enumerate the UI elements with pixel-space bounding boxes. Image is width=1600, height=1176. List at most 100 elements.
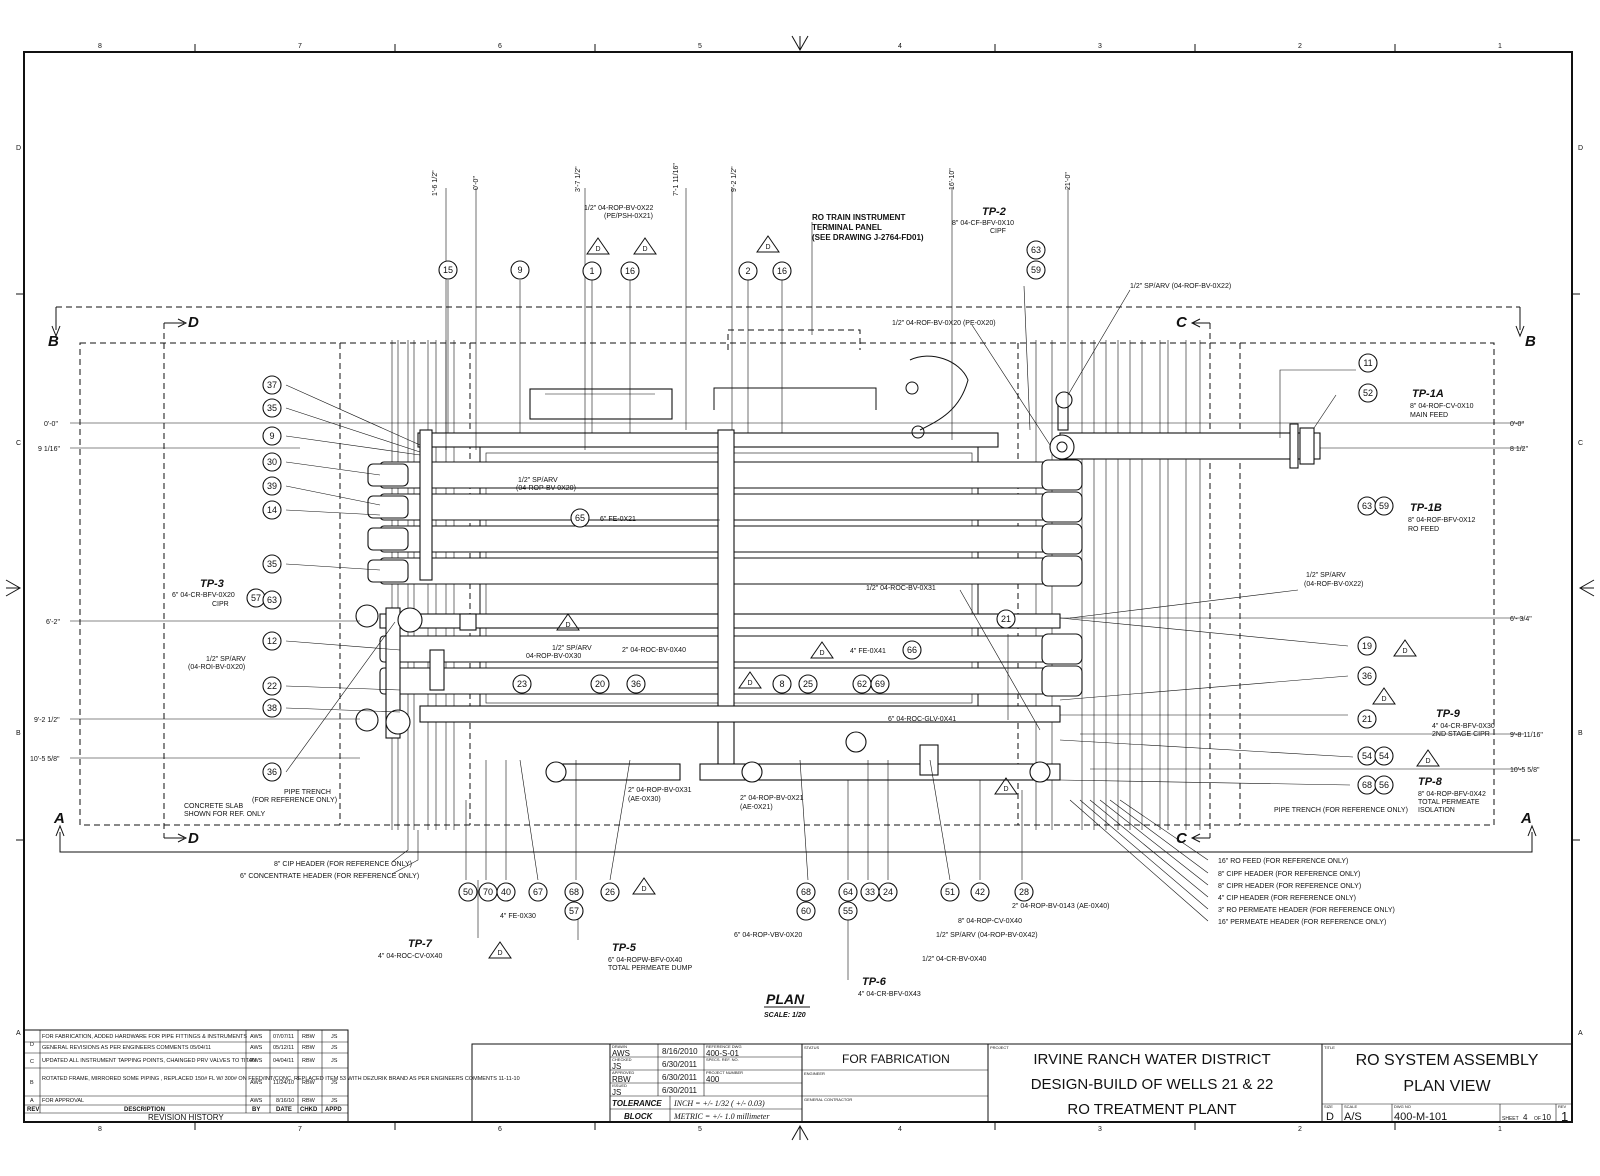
svg-text:C: C xyxy=(1176,314,1188,331)
svg-text:6" 04-ROP-VBV-0X20: 6" 04-ROP-VBV-0X20 xyxy=(734,932,802,939)
svg-text:7: 7 xyxy=(298,43,302,50)
svg-text:AWS: AWS xyxy=(250,1098,263,1104)
svg-text:3: 3 xyxy=(1098,43,1102,50)
svg-text:8 1/2": 8 1/2" xyxy=(1510,446,1529,453)
svg-text:2" 04-ROC-BV-0X40: 2" 04-ROC-BV-0X40 xyxy=(622,647,686,654)
svg-text:TOTAL PERMEATE: TOTAL PERMEATE xyxy=(1418,799,1480,806)
svg-text:B: B xyxy=(48,333,59,350)
feed-valve-icon xyxy=(1049,434,1075,460)
svg-text:8" CIP HEADER (FOR REFERENCE O: 8" CIP HEADER (FOR REFERENCE ONLY) xyxy=(274,861,412,868)
svg-text:C: C xyxy=(1176,830,1188,847)
tie-point-labels: TP-1A TP-1B TP-2 TP-3 TP-5 TP-6 TP-7 TP-… xyxy=(172,206,1495,998)
svg-text:RBW: RBW xyxy=(612,1075,631,1084)
svg-text:(AE-0X30): (AE-0X30) xyxy=(628,796,661,803)
svg-text:B: B xyxy=(16,730,21,737)
svg-text:D: D xyxy=(188,314,199,331)
svg-text:57: 57 xyxy=(569,906,579,916)
leader-lines xyxy=(285,222,1356,980)
feed-header-top xyxy=(417,399,1321,469)
svg-text:FOR FABRICATION, ADDED HARDWAR: FOR FABRICATION, ADDED HARDWARE FOR PIPE… xyxy=(42,1034,247,1040)
instrument-panel xyxy=(529,329,877,420)
svg-text:1/2" SP/ARV (04-ROP-BV-0X42): 1/2" SP/ARV (04-ROP-BV-0X42) xyxy=(936,932,1038,939)
svg-text:TP-8: TP-8 xyxy=(1418,776,1443,788)
svg-text:CIPF: CIPF xyxy=(990,228,1006,235)
svg-text:24: 24 xyxy=(883,887,893,897)
svg-text:8: 8 xyxy=(98,43,102,50)
svg-text:INCH = +/- 1/32 ( +/- 0.03): INCH = +/- 1/32 ( +/- 0.03) xyxy=(673,1099,765,1108)
svg-text:3" RO PERMEATE HEADER (FOR REF: 3" RO PERMEATE HEADER (FOR REFERENCE ONL… xyxy=(1218,907,1395,914)
svg-text:6/30/2011: 6/30/2011 xyxy=(662,1086,698,1095)
svg-text:37: 37 xyxy=(267,380,277,390)
svg-text:RBW: RBW xyxy=(302,1080,316,1086)
svg-text:7'-1 11/16": 7'-1 11/16" xyxy=(673,163,680,196)
svg-text:D: D xyxy=(1326,1111,1334,1123)
svg-text:A: A xyxy=(53,810,65,827)
svg-text:4" FE-0X30: 4" FE-0X30 xyxy=(500,913,536,920)
svg-text:8" 04-ROF-CV-0X10: 8" 04-ROF-CV-0X10 xyxy=(1410,403,1474,410)
svg-text:400: 400 xyxy=(706,1075,720,1084)
svg-text:8: 8 xyxy=(779,679,784,689)
svg-text:51: 51 xyxy=(945,887,955,897)
svg-text:PLAN: PLAN xyxy=(766,991,805,1007)
svg-text:TP-1B: TP-1B xyxy=(1410,502,1442,514)
svg-text:D: D xyxy=(1402,648,1407,655)
svg-text:1/2" 04-ROP-BV-0X22: 1/2" 04-ROP-BV-0X22 xyxy=(584,205,654,212)
svg-text:JS: JS xyxy=(331,1080,338,1086)
svg-text:6'- 3/4": 6'- 3/4" xyxy=(1510,616,1532,623)
svg-text:D: D xyxy=(16,145,21,152)
svg-text:9'-2 1/2": 9'-2 1/2" xyxy=(34,717,60,724)
svg-text:D: D xyxy=(1425,758,1430,765)
svg-text:BY: BY xyxy=(252,1107,260,1113)
vessel-end-caps xyxy=(367,459,1083,697)
svg-text:GENERAL REVISIONS AS PER ENGIN: GENERAL REVISIONS AS PER ENGINEERS COMME… xyxy=(42,1045,211,1051)
svg-text:8/16/2010: 8/16/2010 xyxy=(662,1047,698,1056)
svg-text:16: 16 xyxy=(625,266,635,276)
svg-text:26: 26 xyxy=(605,887,615,897)
svg-text:63: 63 xyxy=(1362,501,1372,511)
svg-text:15: 15 xyxy=(443,265,453,275)
svg-text:B: B xyxy=(30,1080,34,1086)
svg-text:APPD: APPD xyxy=(325,1107,342,1113)
drawing-notes: RO TRAIN INSTRUMENT TERMINAL PANEL (SEE … xyxy=(184,205,1408,963)
svg-text:07/07/11: 07/07/11 xyxy=(273,1034,294,1040)
svg-text:8" 04-CF-BFV-0X10: 8" 04-CF-BFV-0X10 xyxy=(952,220,1014,227)
title-block: DRAWN CHECKED APPROVED ISSUED REFERENCE … xyxy=(471,1043,1573,1124)
svg-text:400-M-101: 400-M-101 xyxy=(1394,1111,1447,1123)
svg-text:(PE/PSH-0X21): (PE/PSH-0X21) xyxy=(604,213,653,220)
svg-text:69: 69 xyxy=(875,679,885,689)
svg-text:ISOLATION: ISOLATION xyxy=(1418,807,1455,814)
svg-text:5: 5 xyxy=(698,43,702,50)
svg-text:2: 2 xyxy=(1298,43,1302,50)
svg-text:DESIGN-BUILD OF WELLS 21 & 22: DESIGN-BUILD OF WELLS 21 & 22 xyxy=(1031,1076,1274,1093)
svg-text:SHOWN FOR REF. ONLY: SHOWN FOR REF. ONLY xyxy=(184,811,265,818)
svg-text:(04-ROI-BV-0X20): (04-ROI-BV-0X20) xyxy=(188,664,245,671)
dimension-labels-top: 1'-6 1/2" 0'-0" 3'-7 1/2" 7'-1 11/16" 9'… xyxy=(432,163,1072,196)
svg-text:A/S: A/S xyxy=(1344,1111,1362,1123)
svg-text:B: B xyxy=(1525,333,1536,350)
svg-text:21: 21 xyxy=(1001,614,1011,624)
svg-text:1: 1 xyxy=(1561,1109,1568,1124)
svg-text:(04-ROP-BV-0X20): (04-ROP-BV-0X20) xyxy=(516,485,576,492)
svg-text:8" 04-ROP-BFV-0X42: 8" 04-ROP-BFV-0X42 xyxy=(1418,791,1486,798)
svg-text:36: 36 xyxy=(1362,671,1372,681)
svg-text:D: D xyxy=(641,886,646,893)
svg-text:D: D xyxy=(819,650,824,657)
svg-text:57: 57 xyxy=(251,593,261,603)
svg-text:CHKD: CHKD xyxy=(300,1107,318,1113)
svg-text:59: 59 xyxy=(1031,265,1041,275)
svg-text:RO TREATMENT PLANT: RO TREATMENT PLANT xyxy=(1067,1101,1236,1118)
svg-text:RBW: RBW xyxy=(302,1034,316,1040)
svg-text:8: 8 xyxy=(98,1126,102,1133)
svg-text:68: 68 xyxy=(1362,780,1372,790)
vertical-manifold xyxy=(385,429,735,771)
svg-text:2: 2 xyxy=(745,266,750,276)
svg-text:4" FE-0X41: 4" FE-0X41 xyxy=(850,648,886,655)
svg-text:JS: JS xyxy=(612,1088,621,1097)
svg-text:RO FEED: RO FEED xyxy=(1408,526,1439,533)
svg-text:BLOCK: BLOCK xyxy=(624,1112,654,1121)
svg-text:6/30/2011: 6/30/2011 xyxy=(662,1073,698,1082)
svg-text:1/2" 04-ROF-BV-0X20 (PE-0X20): 1/2" 04-ROF-BV-0X20 (PE-0X20) xyxy=(892,320,996,327)
svg-text:55: 55 xyxy=(843,906,853,916)
svg-text:A: A xyxy=(30,1098,34,1104)
